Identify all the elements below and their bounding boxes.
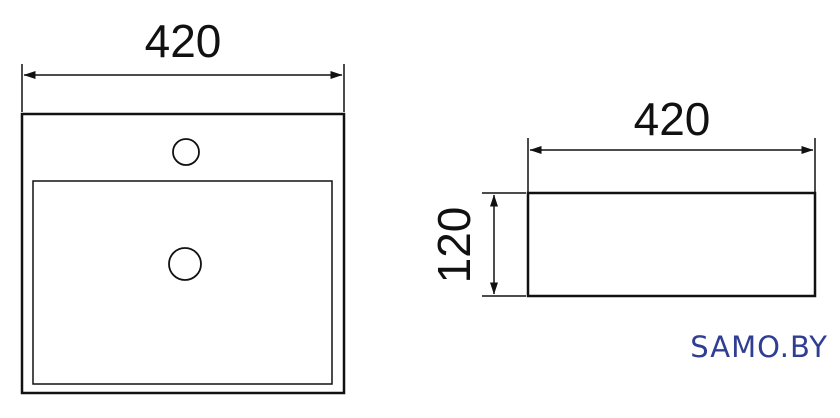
side-view: 420 120 bbox=[428, 93, 817, 298]
faucet-hole bbox=[172, 138, 200, 166]
side-view-width-label: 420 bbox=[634, 93, 711, 145]
side-view-height-dimension: 120 bbox=[428, 192, 526, 297]
drain-hole bbox=[168, 247, 202, 281]
top-view-width-dimension: 420 bbox=[21, 15, 345, 112]
basin-side-profile bbox=[526, 191, 817, 298]
basin-bowl-outline bbox=[32, 180, 333, 385]
side-view-width-dimension: 420 bbox=[527, 93, 816, 192]
side-view-height-label: 120 bbox=[428, 207, 480, 284]
basin-outer-outline bbox=[20, 112, 346, 395]
top-view: 420 bbox=[20, 15, 346, 395]
top-view-width-label: 420 bbox=[145, 15, 222, 67]
brand-watermark: SAMO.BY bbox=[690, 330, 828, 364]
